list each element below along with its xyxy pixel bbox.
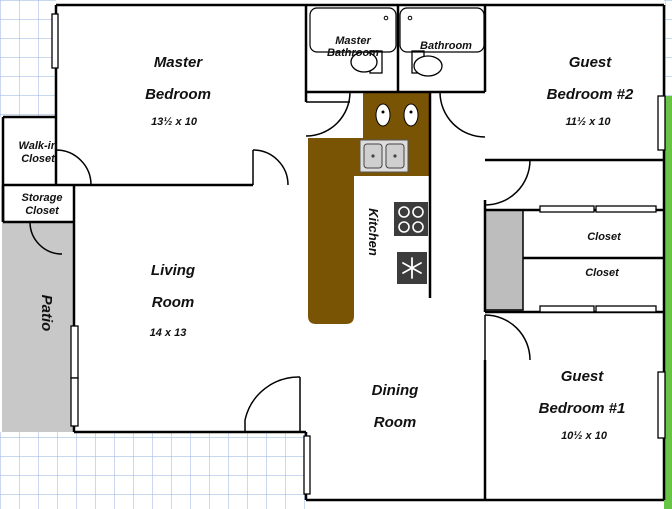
living-room-dims: 14 x 13 — [150, 327, 187, 339]
toilet-icon-2 — [411, 50, 443, 77]
dining-room-title: Dining — [372, 382, 419, 399]
bathroom-vanity — [363, 92, 431, 138]
snowflake-icon — [397, 252, 427, 284]
guest-bedroom-2-title: Guest — [569, 54, 613, 71]
patio-area — [2, 222, 74, 432]
doors — [29, 91, 531, 432]
closet-lower-title: Closet — [585, 267, 620, 279]
master-bedroom-dims: 13½ x 10 — [151, 116, 198, 128]
toilet-icon — [350, 50, 383, 74]
guest-bedroom-1-title: Guest — [561, 368, 605, 385]
tub-left — [309, 7, 397, 53]
windows — [51, 13, 666, 495]
walk-in-closet-title: Walk-in — [19, 140, 58, 152]
master-bathroom-title: Master — [335, 35, 371, 47]
guest-bedroom-2-dims: 11½ x 10 — [565, 116, 611, 128]
kitchen-counter — [308, 138, 430, 324]
kitchen-title: Kitchen — [366, 208, 381, 256]
storage-closet-title: Storage — [22, 192, 63, 204]
closet-upper-title: Closet — [587, 231, 622, 243]
tile-grid-right — [664, 0, 672, 96]
storage-closet-title-2: Closet — [25, 205, 60, 217]
tile-grid-bottom — [0, 432, 306, 509]
stove-icon — [394, 202, 428, 236]
patio-title: Patio — [38, 295, 55, 332]
dining-room-title-2: Room — [374, 414, 417, 431]
bathroom-title: Bathroom — [420, 40, 472, 52]
master-bathroom-title-2: Bathroom — [327, 47, 379, 59]
double-sink-icon — [359, 139, 409, 173]
tile-grid-topleft — [0, 0, 56, 117]
vanity-basin-right — [403, 103, 419, 127]
lawn-strip — [664, 96, 672, 509]
living-room-title-2: Room — [152, 294, 195, 311]
guest-bedroom-2-title-2: Bedroom #2 — [547, 86, 634, 103]
closet-rails — [539, 205, 657, 313]
vanity-basin-left — [375, 103, 391, 127]
closet-shelf — [484, 209, 524, 311]
guest-bedroom-1-dims: 10½ x 10 — [561, 430, 608, 442]
guest-bedroom-1-title-2: Bedroom #1 — [539, 400, 626, 417]
master-bedroom-title-2: Bedroom — [145, 86, 211, 103]
master-bedroom-title: Master — [154, 54, 204, 71]
walk-in-closet-title-2: Closet — [21, 153, 56, 165]
living-room-title: Living — [151, 262, 195, 279]
